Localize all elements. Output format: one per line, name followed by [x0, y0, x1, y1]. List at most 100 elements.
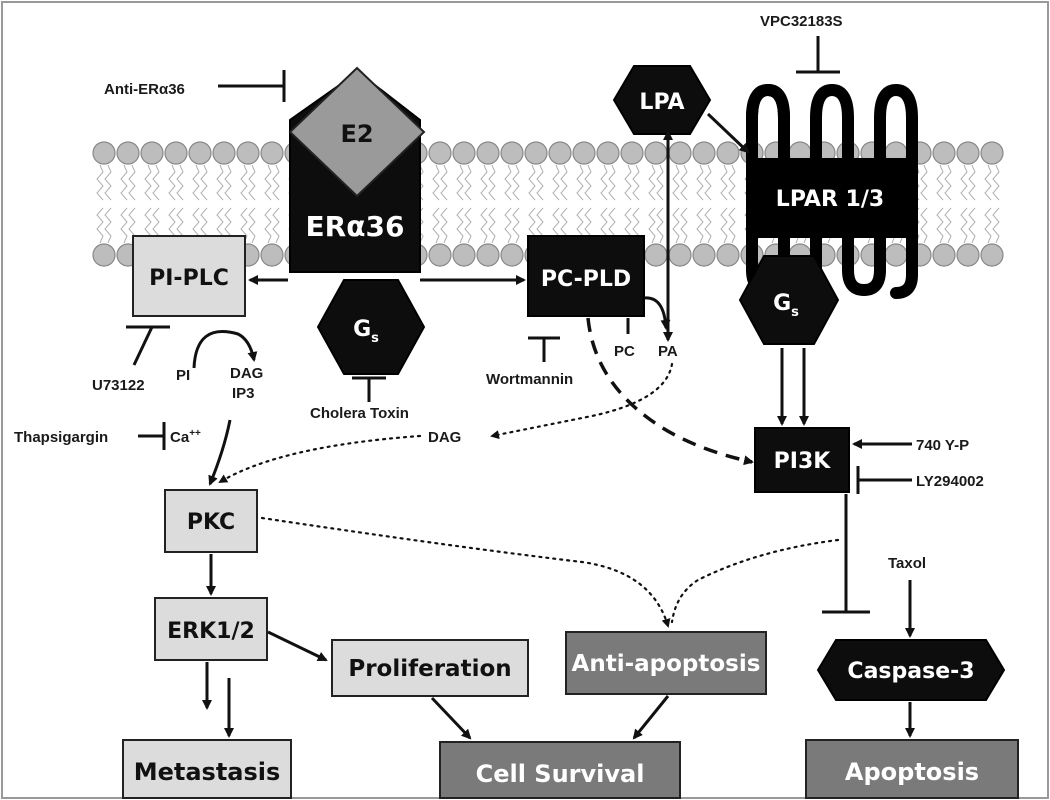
lipid-head: [428, 243, 452, 267]
lipid-tail: [240, 207, 248, 244]
calcium-superscript: ++: [189, 428, 201, 439]
lipid-head: [188, 141, 212, 165]
gs-left-subscript: s: [371, 331, 379, 346]
lipid-tail: [672, 164, 680, 201]
lipid-tail: [656, 207, 664, 244]
lipid-tail: [992, 207, 1000, 244]
lipid-tail: [936, 207, 944, 244]
lipid-head: [932, 141, 956, 165]
lipid-tail: [224, 164, 232, 201]
lipid-tail: [272, 164, 280, 201]
antiapoptosis-to-survival-arrow: [632, 695, 670, 740]
ly294002-label: LY294002: [916, 473, 984, 490]
pc-pld-node: [527, 235, 645, 317]
lipid-tail: [488, 207, 496, 244]
lipid-tail: [264, 207, 272, 244]
lipid-tail: [456, 164, 464, 201]
e2-label: E2: [340, 120, 373, 148]
lipid-tail: [944, 164, 952, 201]
gs-right-letter: G: [773, 291, 791, 316]
lipid-tail: [120, 207, 128, 244]
lipid-tail: [536, 164, 544, 201]
gs-protein-left: [316, 279, 426, 375]
lipid-head: [644, 243, 668, 267]
lipid-tail: [104, 164, 112, 201]
lipid-head: [956, 141, 980, 165]
dag-mid-label: DAG: [428, 429, 461, 446]
apoptosis-label: Apoptosis: [845, 758, 979, 786]
calcium-text: Ca: [170, 429, 190, 446]
lipid-head: [716, 243, 740, 267]
thapsigargin-label: Thapsigargin: [14, 429, 108, 446]
lipid-tail: [480, 207, 488, 244]
lipid-head: [92, 141, 116, 165]
lpar-receptor-body: [750, 158, 910, 238]
lipid-tail: [624, 164, 632, 201]
lipid-tail: [584, 164, 592, 201]
dag-to-pkc-dotted-arrow: [218, 434, 422, 484]
pa-label: PA: [658, 343, 678, 360]
pc-pld-label: PC-PLD: [541, 267, 631, 292]
lipid-head: [980, 141, 1004, 165]
lipid-tail: [96, 207, 104, 244]
lpa-to-lpar-arrow: [706, 112, 750, 154]
lipid-head: [212, 141, 236, 165]
pkc-label: PKC: [187, 510, 235, 535]
pi-plc-label: PI-PLC: [149, 266, 229, 291]
erk12-node: [154, 597, 268, 661]
pc-to-pa-arrow: [643, 296, 671, 330]
lipid-tail: [648, 164, 656, 201]
pi3k-label: PI3K: [774, 449, 832, 474]
proliferation-node: [331, 639, 529, 697]
lipid-head: [956, 243, 980, 267]
taxol-label: Taxol: [888, 555, 926, 572]
lipid-tail: [936, 164, 944, 201]
pi3k-node: [754, 427, 850, 493]
lipid-tail: [672, 207, 680, 244]
pi3k-to-antiapoptosis-dotted-arrow: [670, 538, 840, 624]
u73122-inhibit-line: [132, 326, 154, 366]
lipid-tail: [504, 207, 512, 244]
cholera-toxin-label: Cholera Toxin: [310, 405, 409, 422]
lipid-head: [260, 243, 284, 267]
lipid-tail: [432, 164, 440, 201]
apoptosis-node: [805, 739, 1019, 799]
lipid-head: [236, 141, 260, 165]
lipid-tail: [104, 207, 112, 244]
lipid-tail: [920, 164, 928, 201]
pi-plc-node: [132, 235, 246, 317]
wortmannin-label: Wortmannin: [486, 371, 573, 388]
lipid-tail: [488, 164, 496, 201]
gs-protein-right: [738, 255, 840, 345]
lipid-tail: [152, 164, 160, 201]
anti-apoptosis-node: [565, 631, 767, 695]
lipid-tail: [512, 164, 520, 201]
dag-label: DAG: [230, 365, 263, 382]
lipid-tail: [144, 164, 152, 201]
lipid-tail: [944, 207, 952, 244]
caspase3-node: [816, 639, 1006, 701]
gs-left-letter: G: [353, 317, 371, 342]
anti-er36-label: Anti-ERα36: [104, 81, 185, 98]
lipid-head: [116, 141, 140, 165]
pcpld-to-pi3k-dashed-arrow: [586, 317, 754, 466]
lipid-tail: [552, 164, 560, 201]
lipid-tail: [632, 164, 640, 201]
lipid-tail: [248, 207, 256, 244]
lipid-tail: [680, 164, 688, 201]
lipid-tail: [168, 164, 176, 201]
ip3-label: IP3: [232, 385, 255, 402]
lipid-head: [500, 243, 524, 267]
lipid-tail: [696, 207, 704, 244]
lipid-head: [500, 141, 524, 165]
lipid-head: [692, 243, 716, 267]
lipid-tail: [704, 207, 712, 244]
lipid-head: [548, 141, 572, 165]
gs-left-label: Gs: [353, 317, 379, 346]
lipid-tail: [720, 207, 728, 244]
calcium-label: Ca++: [170, 428, 201, 446]
lipid-tail: [128, 164, 136, 201]
lipid-tail: [464, 164, 472, 201]
lipid-head: [668, 141, 692, 165]
lipid-tail: [456, 207, 464, 244]
